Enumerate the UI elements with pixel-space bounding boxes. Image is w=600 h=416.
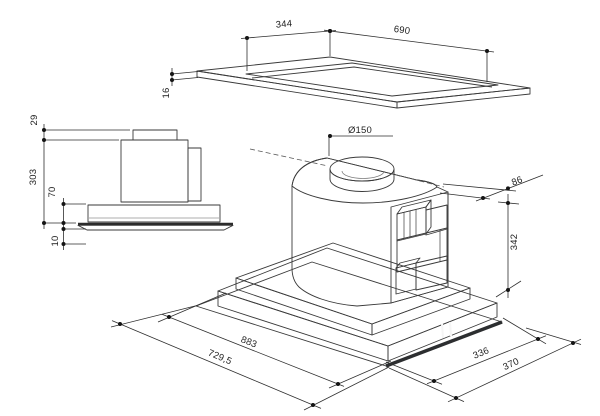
- side-fan-panel: [187, 147, 202, 202]
- frame-top-face: [196, 56, 531, 103]
- side-duct: [132, 129, 178, 141]
- frame-dim-344: 344: [240, 18, 337, 71]
- iso-dim-883-label: 883: [239, 334, 258, 350]
- iso-dim-342: 342: [495, 194, 522, 298]
- iso-dim-diameter: Ø150: [328, 125, 393, 156]
- iso-dim-150-label: Ø150: [348, 125, 372, 136]
- frame-dim-690-label: 690: [393, 24, 411, 37]
- side-dim-29-label: 29: [29, 115, 40, 126]
- iso-dim-86-label: 86: [510, 174, 524, 188]
- frame-dim-690: 690: [323, 24, 495, 82]
- iso-dim-729-5-label: 729,5: [206, 348, 233, 368]
- iso-dim-342-label: 342: [509, 234, 520, 250]
- iso-dim-883: 883: [157, 292, 392, 389]
- iso-side-panel: [390, 191, 449, 304]
- iso-dim-86: 86: [439, 174, 544, 202]
- iso-duct-inner-rim: [341, 170, 385, 179]
- iso-dim-336: 336: [385, 317, 547, 385]
- iso-hood-top-face: [291, 157, 438, 204]
- side-elevation-view: 29 303 70 10: [28, 115, 234, 250]
- frame-opening: [245, 62, 499, 97]
- iso-cover-plate: [415, 255, 448, 291]
- iso-dim-370-label: 370: [501, 356, 521, 373]
- side-dim-303-label: 303: [28, 169, 39, 185]
- frame-dim-16-label: 16: [161, 88, 172, 99]
- iso-base-vent-slot-1: [441, 323, 444, 339]
- iso-centerline-right: [395, 174, 445, 188]
- iso-base-vent-slot-2: [449, 321, 452, 337]
- iso-base-slab: [217, 247, 498, 362]
- frame-dim-344-label: 344: [275, 18, 292, 30]
- frame-dim-16: 16: [161, 68, 199, 99]
- side-glass-skirt: [77, 224, 234, 231]
- side-dim-29-303: 29 303: [28, 115, 130, 229]
- side-dim-10-label: 10: [50, 236, 61, 247]
- iso-duct-collar: [329, 156, 395, 192]
- iso-glass-dark-edge: [385, 320, 503, 368]
- side-dim-70-label: 70: [47, 187, 58, 198]
- iso-dim-729-5: 729,5: [110, 304, 390, 411]
- isometric-view: Ø150 86 342 883: [110, 125, 582, 411]
- side-dim-70-10: 70 10: [47, 187, 86, 250]
- side-body: [120, 139, 189, 203]
- side-base: [87, 204, 221, 223]
- iso-centerline-left: [249, 148, 329, 167]
- iso-base-step: [235, 242, 471, 336]
- frame-front-right-edge: [396, 87, 531, 109]
- iso-dim-370: 370: [388, 327, 582, 403]
- frame-front-left-edge: [196, 70, 398, 109]
- iso-terminal-block: [396, 199, 448, 242]
- ceiling-frame-view: 344 690 16: [161, 18, 531, 109]
- frame-opening-inner-wall: [251, 66, 493, 88]
